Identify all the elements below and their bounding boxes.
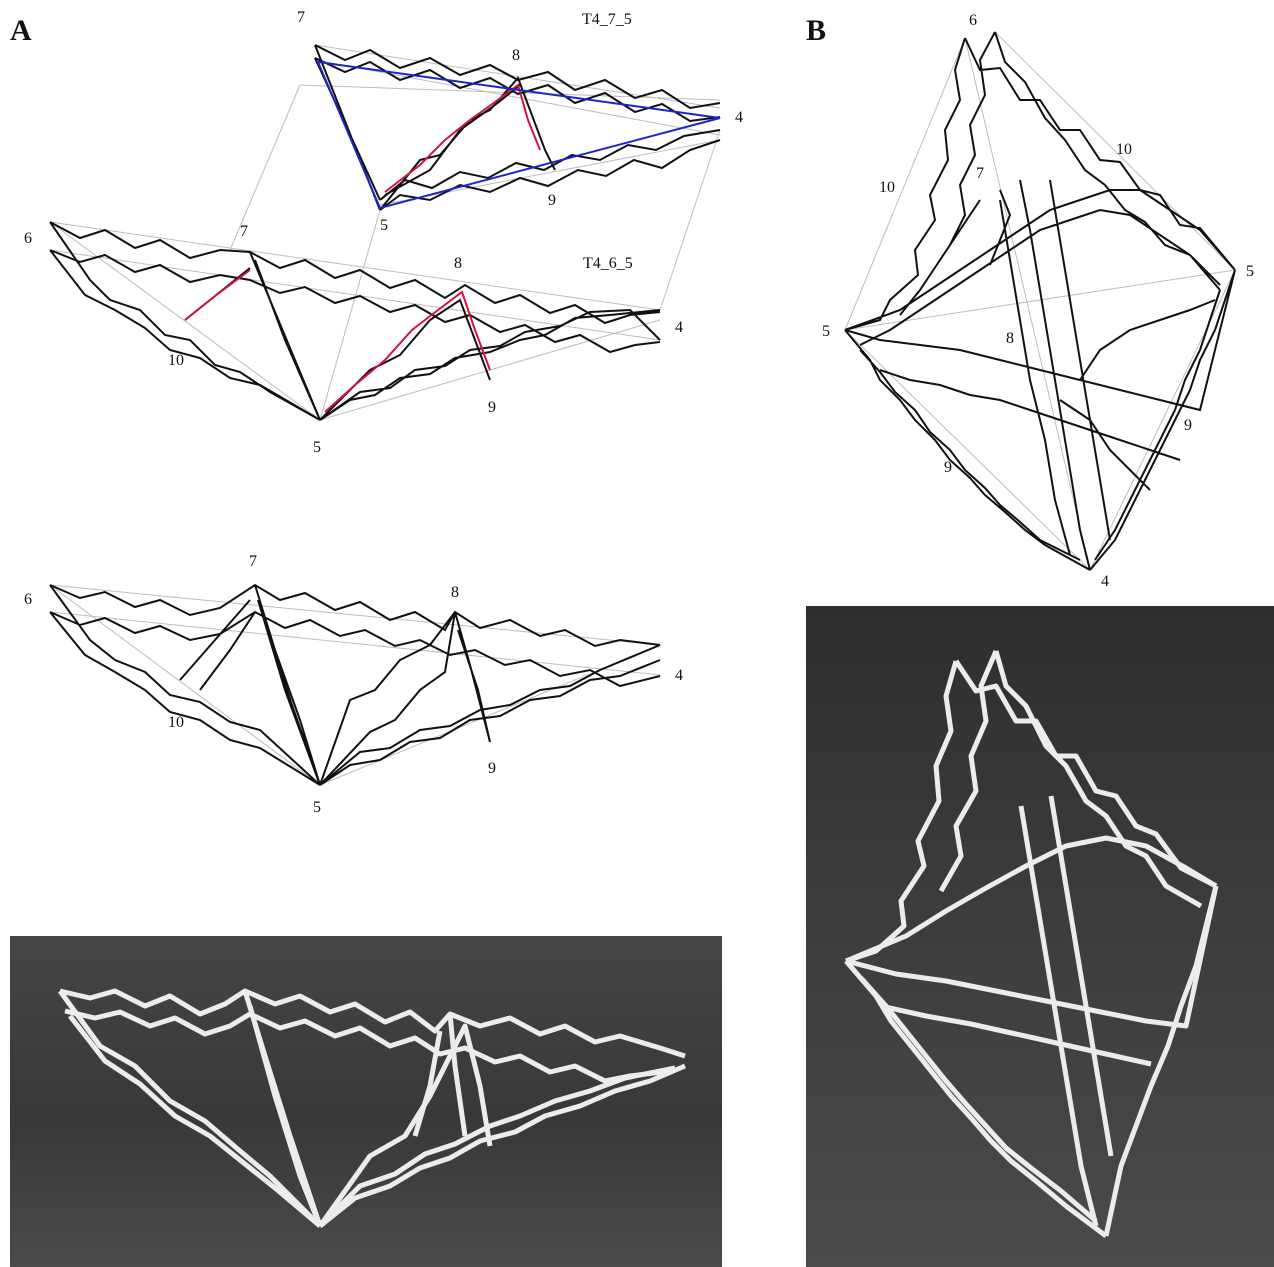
- red-path: [384, 83, 541, 193]
- guide-lines: [844, 31, 1236, 571]
- photo-struts-a: [57, 988, 686, 1228]
- blue-path: [316, 60, 721, 210]
- vertex-9: 9: [548, 192, 556, 209]
- zigzag-frame: [844, 31, 1236, 571]
- vertex-7: 7: [240, 223, 248, 240]
- vertex-5: 5: [380, 217, 388, 234]
- vertex-8: 8: [512, 47, 520, 64]
- zigzag-frame: [49, 221, 661, 421]
- vertex-10: 10: [168, 714, 184, 731]
- vertex-9-left: 9: [944, 459, 952, 476]
- vertex-4: 4: [735, 109, 743, 126]
- vertex-4: 4: [675, 667, 683, 684]
- model-t4-6-5: 6 7 8 4 10 9 5 T4_6_5: [24, 221, 683, 456]
- vertex-9: 9: [488, 399, 496, 416]
- vertex-5-right: 5: [1246, 263, 1254, 280]
- vertex-6: 6: [24, 230, 32, 247]
- vertex-7: 7: [976, 165, 984, 182]
- vertex-7: 7: [297, 9, 305, 26]
- model-title: T4_6_5: [583, 255, 633, 272]
- model-t4-7-5: 7 8 4 9 5 T4_7_5: [229, 9, 743, 421]
- vertex-5: 5: [313, 799, 321, 816]
- vertex-9: 9: [488, 760, 496, 777]
- guide-lines: [49, 584, 661, 786]
- vertex-5: 5: [313, 439, 321, 456]
- guide-lines: [229, 44, 721, 421]
- vertex-10: 10: [168, 352, 184, 369]
- vertex-9-right: 9: [1184, 417, 1192, 434]
- vertex-6: 6: [24, 591, 32, 608]
- red-path: [184, 269, 491, 413]
- panel-letter-b: B: [806, 14, 827, 47]
- model-combined: 6 7 8 4 10 9 5: [24, 553, 683, 816]
- model-title: T4_7_5: [582, 11, 632, 28]
- model-b: 6 10 10 7 5 5 8 9 9 4: [822, 12, 1254, 590]
- panel-letter-a: A: [10, 14, 32, 47]
- vertex-4: 4: [1101, 573, 1109, 590]
- vertex-10-left: 10: [879, 179, 895, 196]
- vertex-10-right: 10: [1116, 141, 1132, 158]
- photo-model-a: [10, 936, 722, 1267]
- vertex-7: 7: [249, 553, 257, 570]
- vertex-8: 8: [454, 255, 462, 272]
- photo-model-b: [806, 606, 1274, 1267]
- vertex-6: 6: [969, 12, 977, 29]
- vertex-8: 8: [451, 584, 459, 601]
- vertex-5-left: 5: [822, 323, 830, 340]
- zigzag-frame: [49, 583, 661, 786]
- vertex-4: 4: [675, 319, 683, 336]
- photo-struts-b: [844, 650, 1219, 1238]
- vertex-8: 8: [1006, 330, 1014, 347]
